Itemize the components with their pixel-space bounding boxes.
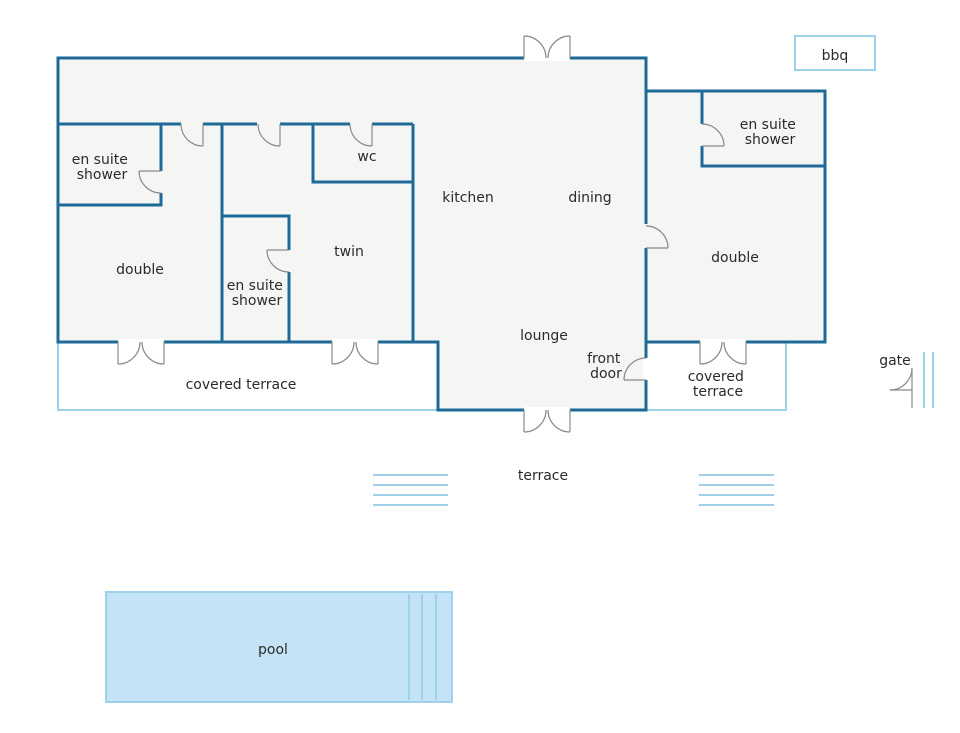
right-double-bedroom-door [645,225,669,249]
double-bedroom-door [180,123,204,147]
covered-terrace-left-label: covered terrace [186,377,297,393]
en-suite-shower-left-label: en suite shower [72,152,133,183]
twin-bedroom-door [257,123,281,147]
covered-terrace-left-outline [57,342,438,411]
gate-label: gate [879,353,911,369]
en-suite-shower-right-label: en suite shower [740,117,801,148]
en-suite-shower-left-line1: en suite [72,152,128,168]
mid-en-suite-door [266,249,290,273]
bottom-double-door [523,409,571,433]
door-openings [118,55,746,413]
en-suite-shower-left-line2: shower [77,167,128,183]
dining-label: dining [568,190,611,206]
front-door-line2: door [590,366,622,382]
front-door-line1: front [587,351,621,367]
terrace-steps-left [373,474,448,506]
bbq-label: bbq [822,48,849,64]
house-floor [58,58,825,410]
en-suite-shower-mid-line1: en suite [227,278,283,294]
front-door-label: front door [587,351,625,382]
wc-label: wc [357,149,376,165]
twin-terrace-double-door [331,341,379,365]
covered-terrace-right-outline [646,342,787,411]
top-double-door [523,35,571,59]
pool [105,591,453,703]
covered-terrace-right-label: covered terrace [688,369,749,400]
kitchen-label: kitchen [442,190,494,206]
double-right-label: double [711,250,759,266]
pool-label: pool [258,642,288,658]
left-en-suite-door [138,170,162,194]
front-door-swing [623,357,647,381]
terrace-label: terrace [518,468,568,484]
right-terrace-double-door [699,341,747,365]
twin-label: twin [334,244,364,260]
gate-rails [923,352,934,408]
terrace-steps-right [699,474,774,506]
en-suite-shower-mid-line2: shower [232,293,283,309]
en-suite-shower-right-line2: shower [745,132,796,148]
en-suite-shower-right-line1: en suite [740,117,796,133]
covered-terrace-right-line2: terrace [693,384,743,400]
double-left-label: double [116,262,164,278]
wc-door [349,123,373,147]
gate-swing [889,367,913,408]
bbq-outline [794,35,876,71]
left-terrace-double-door [117,341,165,365]
door-swings [117,35,913,433]
en-suite-shower-mid-label: en suite shower [227,278,288,309]
right-en-suite-door [701,123,725,147]
covered-terrace-right-line1: covered [688,369,744,385]
lounge-label: lounge [520,328,568,344]
